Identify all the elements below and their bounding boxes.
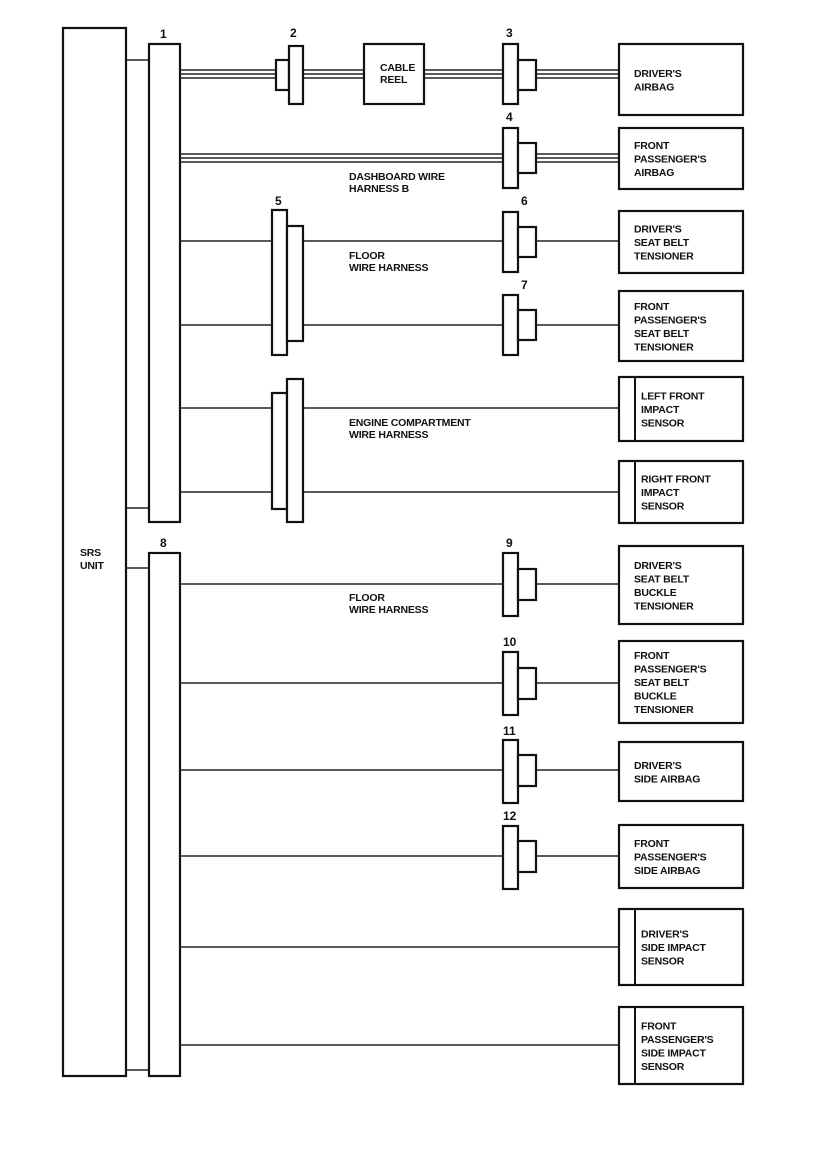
component-box: [617, 459, 745, 525]
component-box: [617, 740, 745, 803]
floor-harness-lower-label: FLOOR WIRE HARNESS: [349, 592, 428, 616]
connector-11-label: 11: [503, 724, 516, 738]
connector-7: [501, 293, 538, 357]
connector-12-label: 12: [503, 809, 517, 823]
connector-3: [501, 42, 538, 106]
connector-10: [501, 650, 538, 717]
connector-11: [501, 738, 538, 805]
connector-5-label: 5: [275, 194, 282, 208]
connector-5: [270, 208, 305, 357]
engine-compartment-connector: [270, 377, 305, 524]
connector-1-label: 1: [160, 27, 167, 41]
cable-reel-label: CABLE REEL: [380, 62, 418, 86]
connector-9: [501, 551, 538, 618]
unit-to-connector-wires: [126, 59, 149, 1071]
connector-8: [147, 551, 182, 1078]
connector-8-label: 8: [160, 536, 167, 550]
floor-harness-upper-label: FLOOR WIRE HARNESS: [349, 250, 428, 274]
connector-12: [501, 824, 538, 891]
connector-2: [274, 44, 305, 106]
component-box: [617, 544, 745, 626]
engine-compartment-harness-label: ENGINE COMPARTMENT WIRE HARNESS: [349, 417, 473, 441]
component-box: [617, 907, 745, 987]
connector-7-label: 7: [521, 278, 528, 292]
connector-3-label: 3: [506, 26, 513, 40]
harness-wires: [180, 69, 619, 1046]
connector-2-label: 2: [290, 26, 297, 40]
connector-9-label: 9: [506, 536, 513, 550]
component-box: [617, 209, 745, 275]
srs-unit-box: [61, 26, 128, 1078]
connector-10-label: 10: [503, 635, 517, 649]
component-box: [617, 823, 745, 890]
connector-6: [501, 210, 538, 274]
component-box: [617, 126, 745, 191]
connector-4: [501, 126, 538, 190]
component-box: [617, 1005, 745, 1086]
connector-4-label: 4: [506, 110, 513, 124]
component-box: [617, 42, 745, 117]
component-box: [617, 289, 745, 363]
component-box: [617, 639, 745, 725]
connector-1: [147, 42, 182, 524]
cable-reel-box: [362, 42, 426, 106]
srs-unit-label: SRS UNIT: [80, 547, 104, 572]
dashboard-harness-b-label: DASHBOARD WIRE HARNESS B: [349, 171, 448, 195]
component-box: [617, 375, 745, 443]
connector-6-label: 6: [521, 194, 528, 208]
